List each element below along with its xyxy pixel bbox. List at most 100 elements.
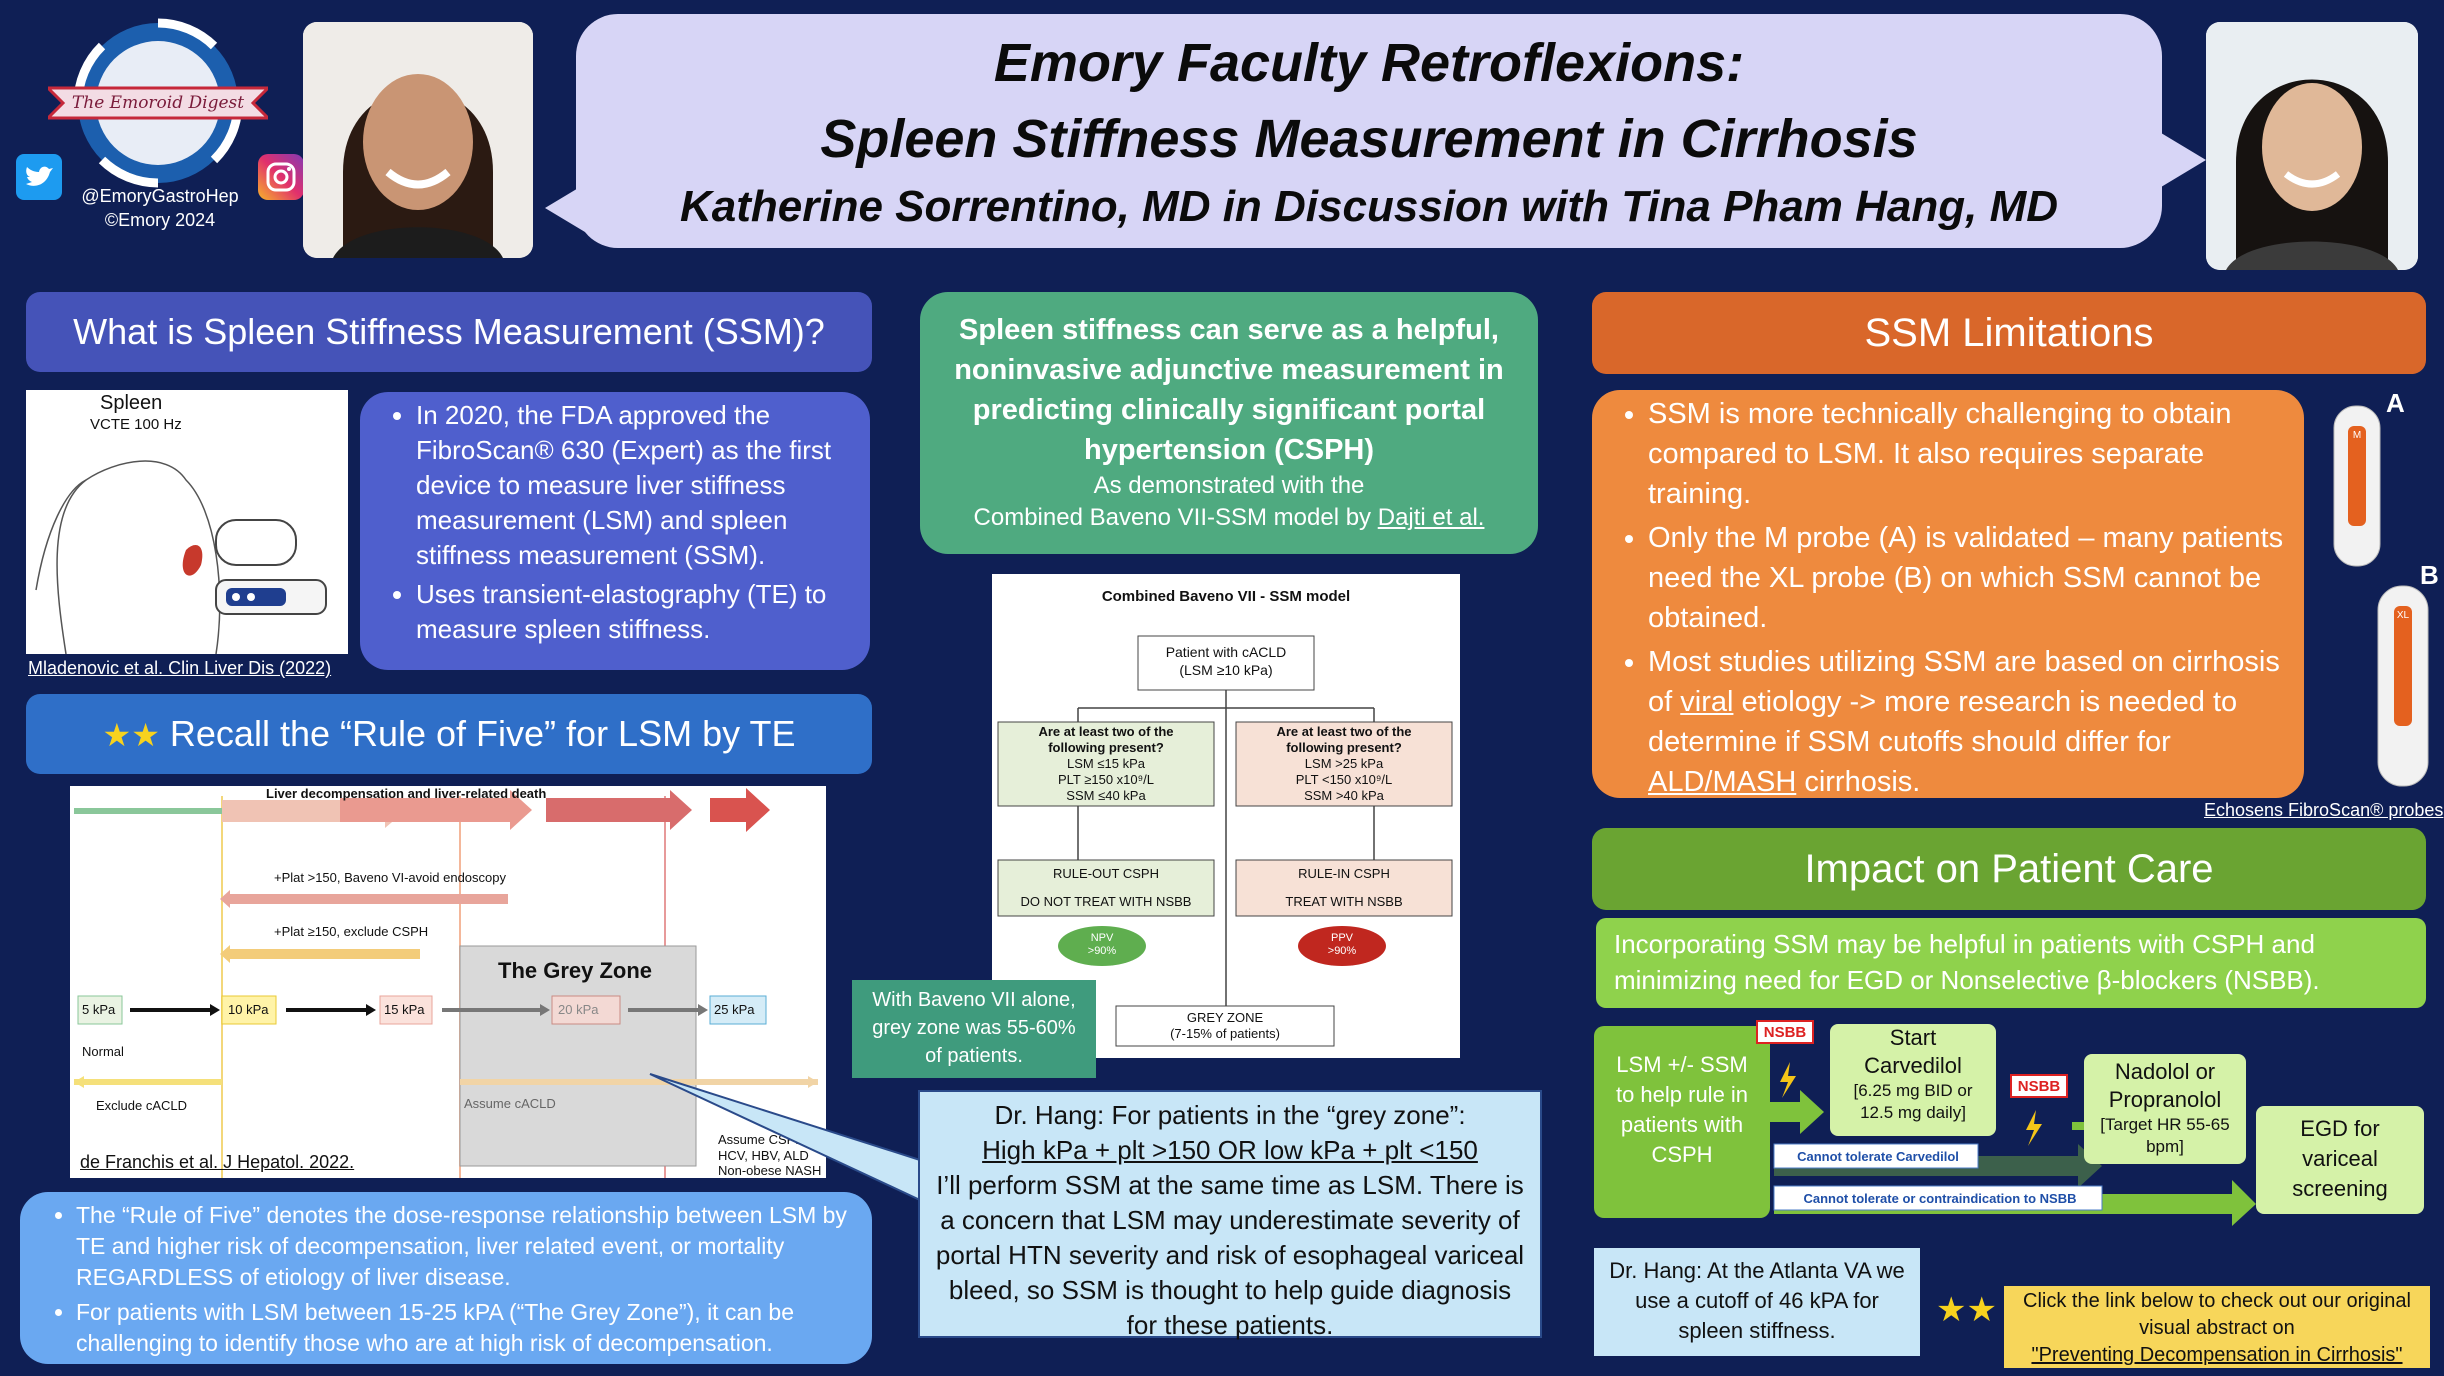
right-q1: Are at least two of the xyxy=(1276,724,1412,739)
limitation-3-viral: viral xyxy=(1680,686,1734,718)
dajti-link[interactable]: Dajti et al. xyxy=(1377,504,1485,531)
nadolol-box: Nadolol or Propranolol [Target HR 55-65 … xyxy=(2084,1054,2246,1164)
star-icon: ★★ xyxy=(102,717,160,753)
carvedilol-title: Start Carvedilol xyxy=(1864,1025,1962,1078)
liver-decomp-label: Liver decompensation and liver-related d… xyxy=(266,786,547,801)
twitter-icon[interactable] xyxy=(16,154,62,200)
instagram-icon[interactable] xyxy=(258,154,304,200)
title-banner: Emory Faculty Retroflexions: Spleen Stif… xyxy=(576,14,2162,248)
left-item-2: PLT ≥150 x10⁹/L xyxy=(1057,772,1155,787)
grey-zone-box-1: GREY ZONE xyxy=(1186,1010,1264,1025)
de-franchis-citation[interactable]: de Franchis et al. J Hepatol. 2022. xyxy=(80,1152,355,1172)
fibroscan-probes: M XL xyxy=(2318,386,2444,806)
grey-zone-label: The Grey Zone xyxy=(498,958,653,983)
nsbb-tag-2: NSBB xyxy=(2010,1074,2068,1098)
baveno-note: With Baveno VII alone, grey zone was 55-… xyxy=(852,980,1096,1078)
preventing-decompensation-link[interactable]: "Preventing Decompensation in Cirrhosis" xyxy=(2031,1344,2403,1366)
csph-lead-bold: Spleen stiffness can serve as a helpful,… xyxy=(954,314,1504,466)
kpa-15: 15 kPa xyxy=(384,1002,425,1017)
limitation-2: Only the M probe (A) is validated – many… xyxy=(1648,518,2288,638)
limitation-3-mid: etiology -> more research is needed to d… xyxy=(1648,686,2238,758)
photo-sorrentino xyxy=(303,22,533,258)
probe-xl-label: XL xyxy=(2396,610,2410,621)
title-line-1: Emory Faculty Retroflexions: xyxy=(993,33,1745,93)
twitter-handle[interactable]: @EmoryGastroHep xyxy=(81,186,239,206)
ppv-label: PPV xyxy=(1330,932,1353,944)
assume-cacld-label: Assume cACLD xyxy=(464,1096,556,1111)
kpa-10: 10 kPa xyxy=(228,1002,269,1017)
emoroid-logo: The Emoroid Digest xyxy=(44,18,272,193)
limitation-3-ald: ALD/MASH xyxy=(1648,766,1797,798)
title-line-3: Katherine Sorrentino, MD in Discussion w… xyxy=(679,182,2058,231)
probe-caption[interactable]: Echosens FibroScan® probes xyxy=(2204,800,2444,820)
title-line-2: Spleen Stiffness Measurement in Cirrhosi… xyxy=(820,109,1918,169)
nonobese-label: Non-obese NASH xyxy=(718,1163,822,1178)
nsbb-tag-1: NSBB xyxy=(1756,1020,1814,1044)
impact-summary: Incorporating SSM may be helpful in pati… xyxy=(1596,918,2426,1008)
left-item-3: SSM ≤40 kPa xyxy=(1066,788,1146,803)
rule-of-five-heading: ★★Recall the “Rule of Five” for LSM by T… xyxy=(26,694,872,774)
limitations-bullets: SSM is more technically challenging to o… xyxy=(1592,390,2304,798)
csph-lead-line2: As demonstrated with the xyxy=(1093,472,1365,499)
what-is-ssm-heading: What is Spleen Stiffness Measurement (SS… xyxy=(26,292,872,372)
normal-label: Normal xyxy=(82,1044,124,1059)
kpa-20: 20 kPa xyxy=(558,1002,599,1017)
left-q2: following present? xyxy=(1048,740,1164,755)
rule-in-csph: RULE-IN CSPH xyxy=(1298,866,1390,881)
ssm-limitations-heading: SSM Limitations xyxy=(1592,292,2426,374)
plat150-avoid-label: +Plat >150, Baveno VI-avoid endoscopy xyxy=(274,870,506,885)
grey-zone-box-2: (7-15% of patients) xyxy=(1170,1026,1280,1041)
spleen-figure: Spleen VCTE 100 Hz xyxy=(26,390,348,654)
photo-hang xyxy=(2206,22,2418,270)
probe-a-label: A xyxy=(2386,388,2405,418)
rule-of-five-figure: Liver decompensation and liver-related d… xyxy=(70,786,826,1178)
csph-lead-line3: Combined Baveno VII-SSM model by xyxy=(973,504,1378,531)
do-not-treat: DO NOT TREAT WITH NSBB xyxy=(1020,894,1192,909)
carvedilol-dose: [6.25 mg BID or 12.5 mg daily] xyxy=(1853,1081,1973,1122)
left-item-1: LSM ≤15 kPa xyxy=(1067,756,1145,771)
atlanta-va-note: Dr. Hang: At the Atlanta VA we use a cut… xyxy=(1594,1248,1920,1356)
etiologies-label: HCV, HBV, ALD xyxy=(718,1148,809,1163)
npv-value: >90% xyxy=(1087,945,1117,957)
right-q2: following present? xyxy=(1286,740,1402,755)
nadolol-dose: [Target HR 55-65 bpm] xyxy=(2100,1115,2230,1156)
limitation-1: SSM is more technically challenging to o… xyxy=(1648,394,2288,514)
hang-grey-zone-callout: Dr. Hang: For patients in the “grey zone… xyxy=(918,1090,1542,1340)
csph-lead-box: Spleen stiffness can serve as a helpful,… xyxy=(920,292,1538,554)
hang-intro: Dr. Hang: For patients in the “grey zone… xyxy=(994,1100,1466,1130)
mladenovic-citation[interactable]: Mladenovic et al. Clin Liver Dis (2022) xyxy=(28,658,332,678)
egd-box: EGD for variceal screening xyxy=(2256,1106,2424,1214)
kpa-5: 5 kPa xyxy=(82,1002,116,1017)
impact-heading: Impact on Patient Care xyxy=(1592,828,2426,910)
callout-pointer xyxy=(649,1073,921,1202)
rule-out-csph: RULE-OUT CSPH xyxy=(1053,866,1159,881)
visual-abstract-link-box: Click the link below to check out our or… xyxy=(2004,1286,2430,1368)
rule-of-five-bullets: The “Rule of Five” denotes the dose-resp… xyxy=(20,1192,872,1364)
what-is-bullets: In 2020, the FDA approved the FibroScan®… xyxy=(360,392,870,670)
lsm-ssm-box: LSM +/- SSM to help rule in patients wit… xyxy=(1594,1026,1770,1218)
star-icon: ★★ xyxy=(1936,1291,1997,1329)
spleen-figure-sub: VCTE 100 Hz xyxy=(90,416,182,433)
exclude-cacld-label: Exclude cACLD xyxy=(96,1098,188,1113)
right-item-1: LSM >25 kPa xyxy=(1304,756,1384,771)
treat-nsbb: TREAT WITH NSBB xyxy=(1285,894,1403,909)
plat150-exclude-label: +Plat ≥150, exclude CSPH xyxy=(274,924,429,939)
rule-of-five-heading-text: Recall the “Rule of Five” for LSM by TE xyxy=(169,713,796,754)
what-is-bullet-1: In 2020, the FDA approved the FibroScan®… xyxy=(416,398,860,573)
ppv-value: >90% xyxy=(1327,945,1357,957)
link-intro: Click the link below to check out our or… xyxy=(2023,1290,2411,1339)
hang-rest: I’ll perform SSM at the same time as LSM… xyxy=(935,1170,1525,1340)
model-root-2: (LSM ≥10 kPa) xyxy=(1179,662,1273,678)
rule-bullet-1: The “Rule of Five” denotes the dose-resp… xyxy=(76,1200,860,1293)
right-item-2: PLT <150 x10⁹/L xyxy=(1295,772,1393,787)
flow-arrows xyxy=(1770,1062,2334,1226)
probe-b-label: B xyxy=(2420,560,2439,590)
kpa-25: 25 kPa xyxy=(714,1002,755,1017)
what-is-bullet-2: Uses transient-elastography (TE) to meas… xyxy=(416,577,860,647)
limitation-3-post: cirrhosis. xyxy=(1796,766,1921,798)
copyright: ©Emory 2024 xyxy=(104,210,216,230)
limitation-3: Most studies utilizing SSM are based on … xyxy=(1648,642,2288,802)
rule-bullet-2: For patients with LSM between 15-25 kPA … xyxy=(76,1297,860,1359)
npv-label: NPV xyxy=(1090,932,1114,944)
model-root-1: Patient with cACLD xyxy=(1165,644,1287,660)
